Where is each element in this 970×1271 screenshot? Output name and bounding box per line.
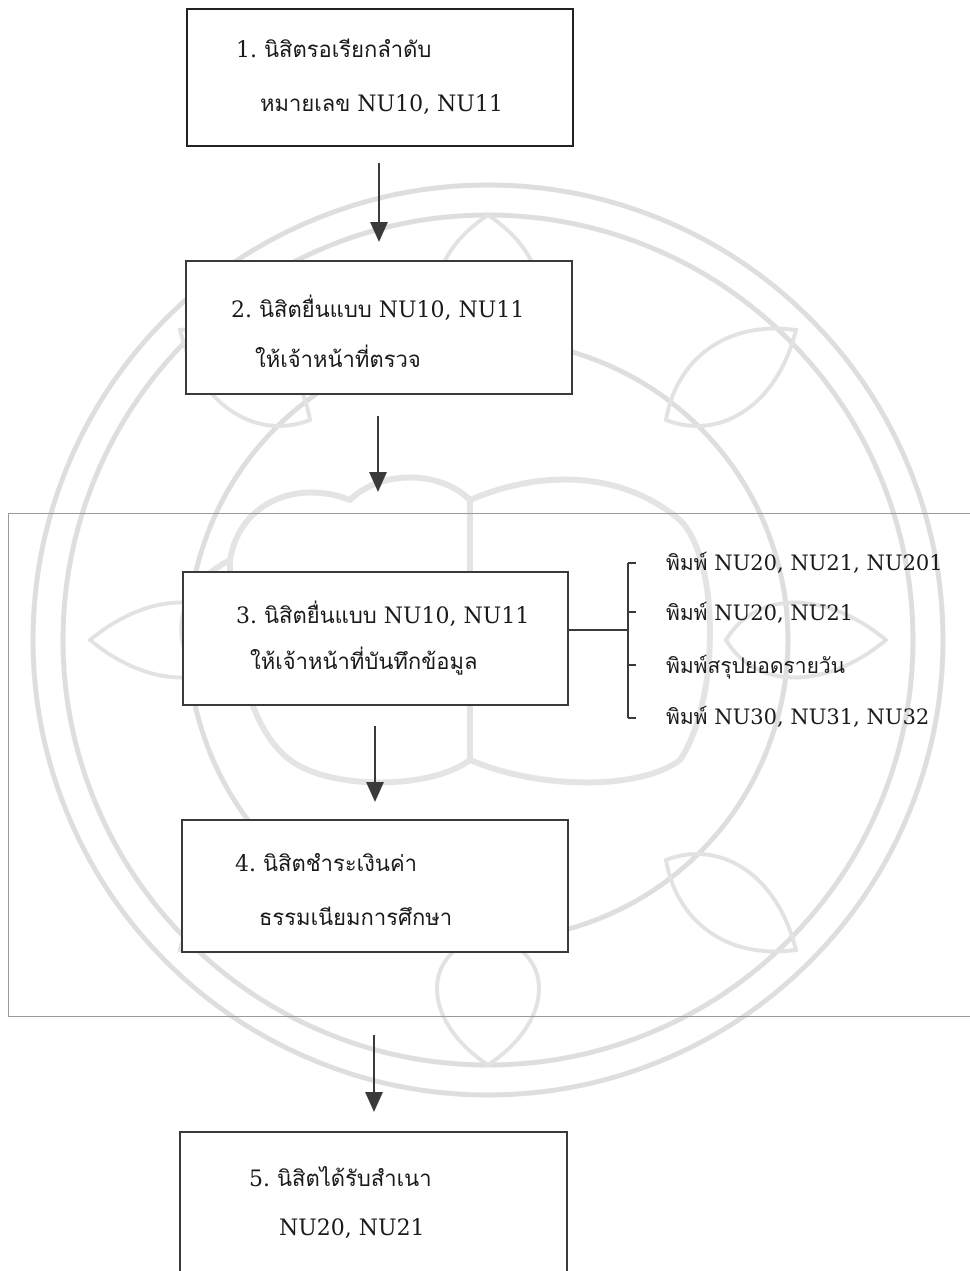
step-5-detail: NU20, NU21 (279, 1216, 425, 1241)
step-4-title: 4. นิสิตชำระเงินค่า (235, 852, 418, 877)
step-5-box: 5. นิสิตได้รับสำเนา NU20, NU21 (179, 1131, 568, 1271)
step-1-detail: หมายเลข NU10, NU11 (260, 92, 503, 117)
step-2-box: 2. นิสิตยื่นแบบ NU10, NU11 ให้เจ้าหน้าที… (185, 260, 573, 395)
arrowhead-1 (370, 222, 388, 242)
step-2-title: 2. นิสิตยื่นแบบ NU10, NU11 (231, 298, 525, 323)
step-3-title: 3. นิสิตยื่นแบบ NU10, NU11 (236, 604, 530, 629)
step-3-detail: ให้เจ้าหน้าที่บันทึกข้อมูล (250, 650, 478, 675)
print-output-item: พิมพ์สรุปยอดรายวัน (666, 654, 846, 678)
arrowhead-4 (365, 1092, 383, 1112)
print-output-item: พิมพ์ NU30, NU31, NU32 (666, 705, 930, 729)
print-output-item: พิมพ์ NU20, NU21 (666, 601, 854, 625)
step-5-title: 5. นิสิตได้รับสำเนา (249, 1167, 432, 1192)
step-1-box: 1. นิสิตรอเรียกลำดับ หมายเลข NU10, NU11 (186, 8, 574, 147)
print-output-item: พิมพ์ NU20, NU21, NU201 (666, 551, 943, 575)
step-2-detail: ให้เจ้าหน้าที่ตรวจ (255, 348, 421, 373)
step-4-box: 4. นิสิตชำระเงินค่า ธรรมเนียมการศึกษา (181, 819, 569, 953)
process-group-frame (8, 513, 970, 1017)
step-1-title: 1. นิสิตรอเรียกลำดับ (236, 38, 432, 63)
arrowhead-2 (369, 472, 387, 492)
step-4-detail: ธรรมเนียมการศึกษา (259, 906, 453, 931)
step-3-box: 3. นิสิตยื่นแบบ NU10, NU11 ให้เจ้าหน้าที… (182, 571, 569, 706)
